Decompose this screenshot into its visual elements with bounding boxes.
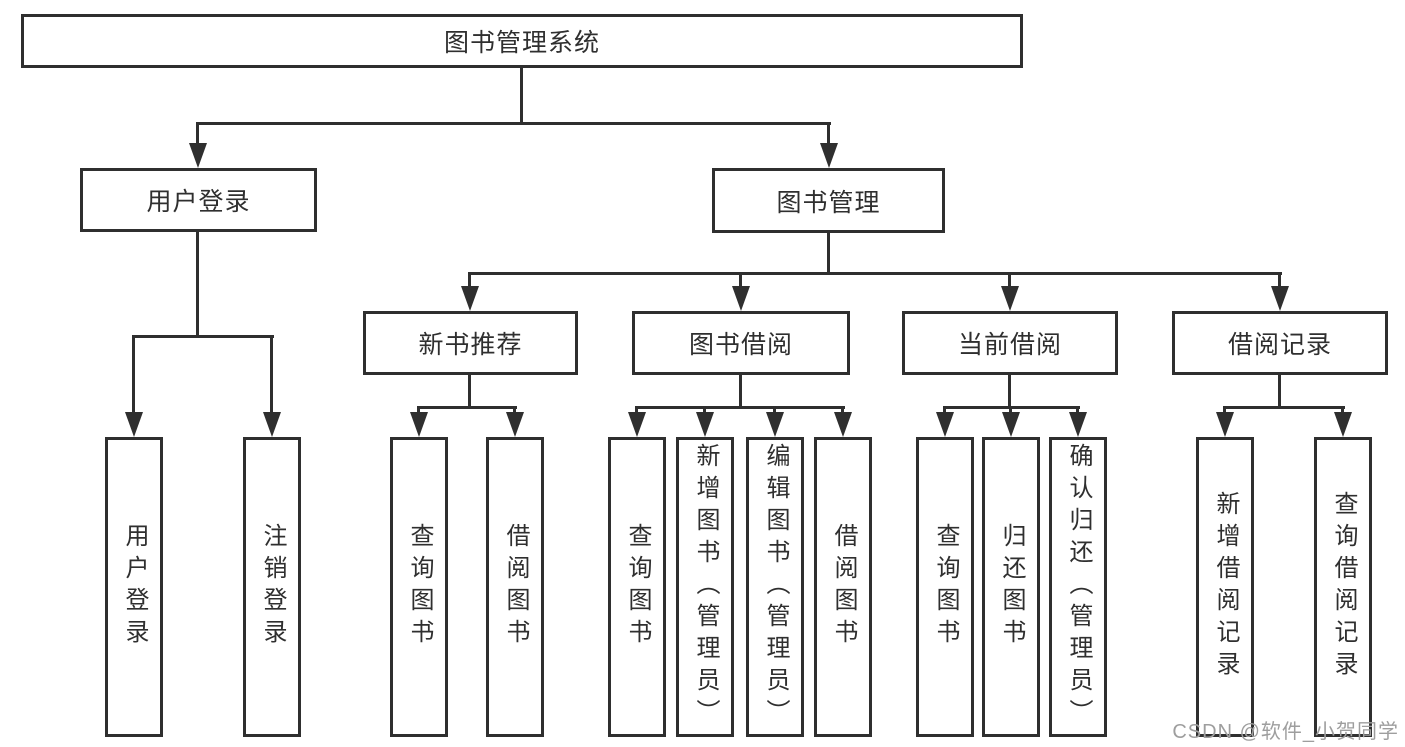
connector-line [196,122,831,125]
arrow-down-icon [628,412,646,437]
connector-line [1223,406,1345,409]
node-leaf-borrow-book-recommend-label: 借阅图书 [502,523,529,651]
node-leaf-query-borrow-record-label: 查询借阅记录 [1330,491,1357,683]
connector-line [417,406,517,409]
node-leaf-add-borrow-record-label: 新增借阅记录 [1212,491,1239,683]
node-current-borrowing-label: 当前借阅 [957,331,1062,359]
arrow-down-icon [732,286,750,311]
arrow-down-icon [766,412,784,437]
node-leaf-add-borrow-record: 新增借阅记录 [1196,437,1254,737]
connector-line [468,272,1282,275]
arrow-down-icon [125,412,143,437]
node-user-login: 用户登录 [80,168,317,232]
connector-line [270,335,273,414]
node-leaf-return-book-label: 归还图书 [998,523,1025,651]
connector-line [1008,272,1011,288]
connector-line [132,335,274,338]
arrow-down-icon [263,412,281,437]
connector-line [196,122,199,145]
connector-line [1223,406,1226,414]
node-borrowing-records: 借阅记录 [1172,311,1388,375]
node-leaf-query-book-current-label: 查询图书 [932,523,959,651]
node-user-login-label: 用户登录 [146,188,251,216]
node-leaf-query-book-recommend: 查询图书 [390,437,448,737]
node-leaf-query-borrow-record: 查询借阅记录 [1314,437,1372,737]
node-book-borrowing-label: 图书借阅 [688,331,793,359]
connector-line [841,406,844,414]
connector-line [417,406,420,414]
node-leaf-add-book-admin: 新增图书（管理员） [676,437,734,737]
connector-line [635,406,845,409]
node-leaf-logout: 注销登录 [243,437,301,737]
connector-line [196,232,199,338]
arrow-down-icon [1216,412,1234,437]
connector-line [520,68,523,125]
node-leaf-query-book-recommend-label: 查询图书 [406,523,433,651]
connector-line [703,406,706,414]
connector-line [1278,272,1281,288]
connector-line [468,375,471,409]
node-root-system-label: 图书管理系统 [443,29,600,57]
node-book-borrowing: 图书借阅 [632,311,850,375]
node-leaf-user-login-label: 用户登录 [121,523,148,651]
arrow-down-icon [834,412,852,437]
connector-line [739,375,742,409]
node-leaf-logout-label: 注销登录 [259,523,286,651]
node-root-system: 图书管理系统 [21,14,1023,68]
node-leaf-edit-book-admin: 编辑图书（管理员） [746,437,804,737]
node-borrowing-records-label: 借阅记录 [1227,331,1332,359]
node-leaf-borrow-book: 借阅图书 [814,437,872,737]
arrow-down-icon [461,286,479,311]
connector-line [827,122,830,145]
node-leaf-confirm-return-admin-label: 确认归还（管理员） [1065,443,1092,731]
node-leaf-edit-book-admin-label: 编辑图书（管理员） [762,443,789,731]
connector-line [635,406,638,414]
arrow-down-icon [189,143,207,168]
connector-line [1076,406,1079,414]
connector-line [1341,406,1344,414]
node-leaf-borrow-book-recommend: 借阅图书 [486,437,544,737]
node-leaf-borrow-book-label: 借阅图书 [830,523,857,651]
arrow-down-icon [1069,412,1087,437]
node-leaf-user-login: 用户登录 [105,437,163,737]
node-new-book-recommend-label: 新书推荐 [418,331,523,359]
arrow-down-icon [820,143,838,168]
arrow-down-icon [410,412,428,437]
connector-line [1008,375,1011,409]
connector-line [943,406,946,414]
node-leaf-query-book-borrowing-label: 查询图书 [624,523,651,651]
connector-line [132,335,135,414]
node-leaf-confirm-return-admin: 确认归还（管理员） [1049,437,1107,737]
node-leaf-query-book-current: 查询图书 [916,437,974,737]
node-book-management-label: 图书管理 [776,188,881,217]
node-new-book-recommend: 新书推荐 [363,311,578,375]
node-leaf-return-book: 归还图书 [982,437,1040,737]
connector-line [773,406,776,414]
node-leaf-query-book-borrowing: 查询图书 [608,437,666,737]
node-current-borrowing: 当前借阅 [902,311,1118,375]
connector-line [739,272,742,288]
node-leaf-add-book-admin-label: 新增图书（管理员） [692,443,719,731]
arrow-down-icon [1334,412,1352,437]
connector-line [468,272,471,288]
node-book-management: 图书管理 [712,168,945,233]
arrow-down-icon [1271,286,1289,311]
connector-line [513,406,516,414]
arrow-down-icon [696,412,714,437]
connector-line [827,233,830,275]
connector-line [1009,406,1012,414]
arrow-down-icon [936,412,954,437]
connector-line [1278,375,1281,409]
watermark-text: CSDN @软件_小贺同学 [1172,721,1399,743]
arrow-down-icon [506,412,524,437]
arrow-down-icon [1002,412,1020,437]
arrow-down-icon [1001,286,1019,311]
